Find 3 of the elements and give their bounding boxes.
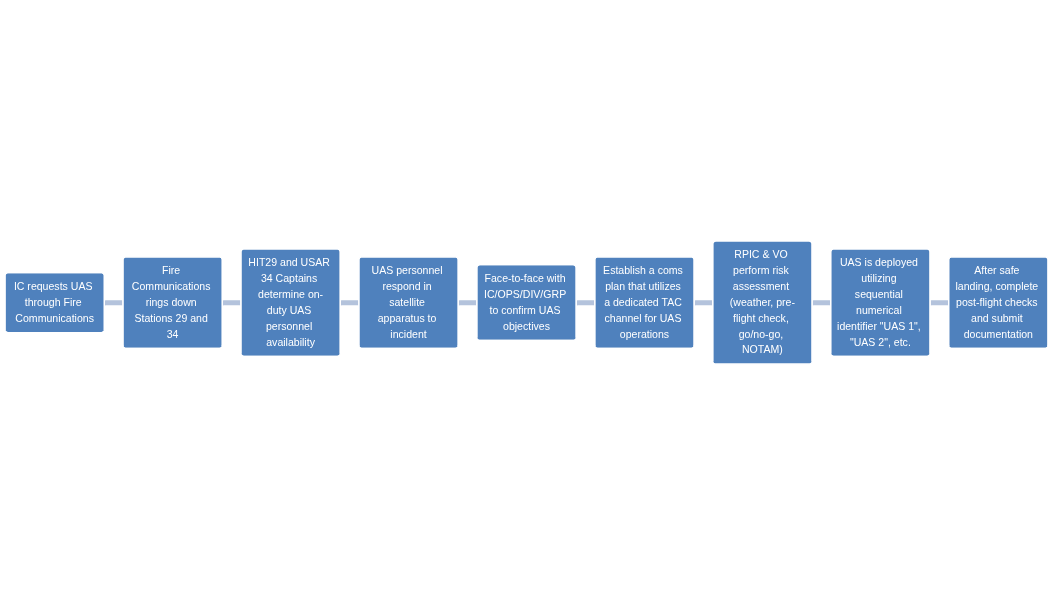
connector	[221, 300, 243, 306]
connector	[339, 300, 361, 306]
connector	[103, 300, 125, 306]
